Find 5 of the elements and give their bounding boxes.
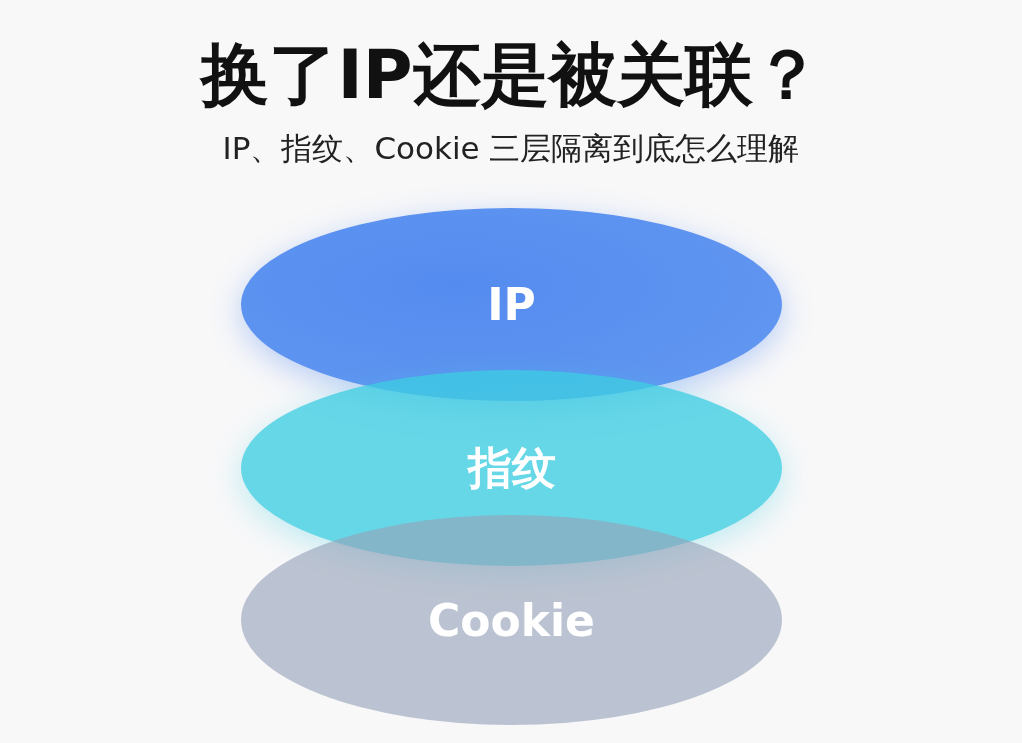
layer-label: IP	[487, 279, 536, 330]
layer-label: Cookie	[428, 594, 595, 646]
layer-label: 指纹	[467, 440, 556, 495]
subtitle: IP、指纹、Cookie 三层隔离到底怎么理解	[222, 129, 800, 168]
title: 换了IP还是被关联？	[201, 34, 821, 116]
